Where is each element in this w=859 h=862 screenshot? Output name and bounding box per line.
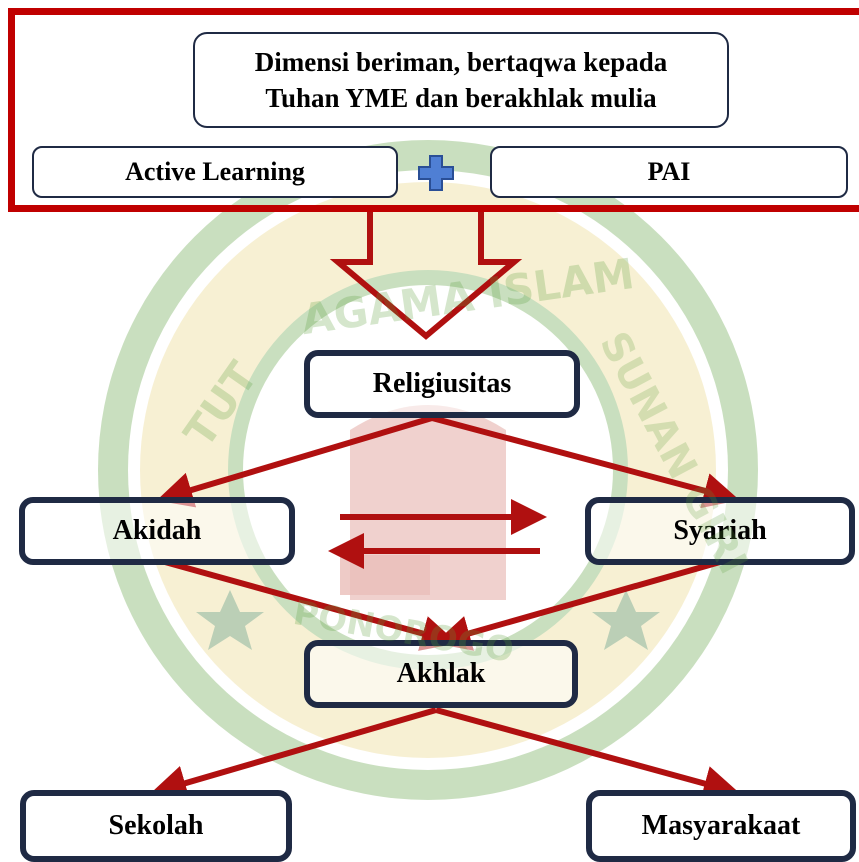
seal-star-left-icon xyxy=(196,590,264,650)
node-akhlak-label: Akhlak xyxy=(396,658,486,689)
active-learning-box: Active Learning xyxy=(32,146,398,198)
node-akidah: Akidah xyxy=(19,497,295,565)
top-frame xyxy=(8,8,859,212)
node-religiusitas: Religiusitas xyxy=(304,350,580,418)
pai-label: PAI xyxy=(647,157,691,186)
node-masyarakaat: Masyarakaat xyxy=(586,790,856,862)
pai-box: PAI xyxy=(490,146,848,198)
heading-line-2: Tuhan YME dan berakhlak mulia xyxy=(265,83,657,113)
node-syariah: Syariah xyxy=(585,497,855,565)
down-arrow-outline xyxy=(329,212,523,340)
arrow-religiusitas-syariah xyxy=(431,415,740,509)
node-religiusitas-label: Religiusitas xyxy=(372,368,512,399)
node-masyarakaat-label: Masyarakaat xyxy=(641,810,801,841)
heading-line-1: Dimensi beriman, bertaqwa kepada xyxy=(254,47,668,77)
dimension-heading-box: Dimensi beriman, bertaqwa kepada Tuhan Y… xyxy=(193,32,729,128)
arrow-akhlak-masyarakaat xyxy=(435,707,740,802)
plus-icon xyxy=(418,155,454,191)
node-sekolah: Sekolah xyxy=(20,790,292,862)
arrow-akidah-akhlak xyxy=(164,559,458,651)
arrow-syariah-akhlak xyxy=(434,559,721,651)
node-syariah-label: Syariah xyxy=(673,515,767,546)
node-sekolah-label: Sekolah xyxy=(108,810,204,841)
arrow-religiusitas-akidah xyxy=(156,415,433,508)
arrow-akhlak-sekolah xyxy=(150,707,437,801)
seal-star-right-icon xyxy=(592,590,660,650)
node-akhlak: Akhlak xyxy=(304,640,578,708)
node-akidah-label: Akidah xyxy=(112,515,202,546)
active-learning-label: Active Learning xyxy=(125,157,305,186)
